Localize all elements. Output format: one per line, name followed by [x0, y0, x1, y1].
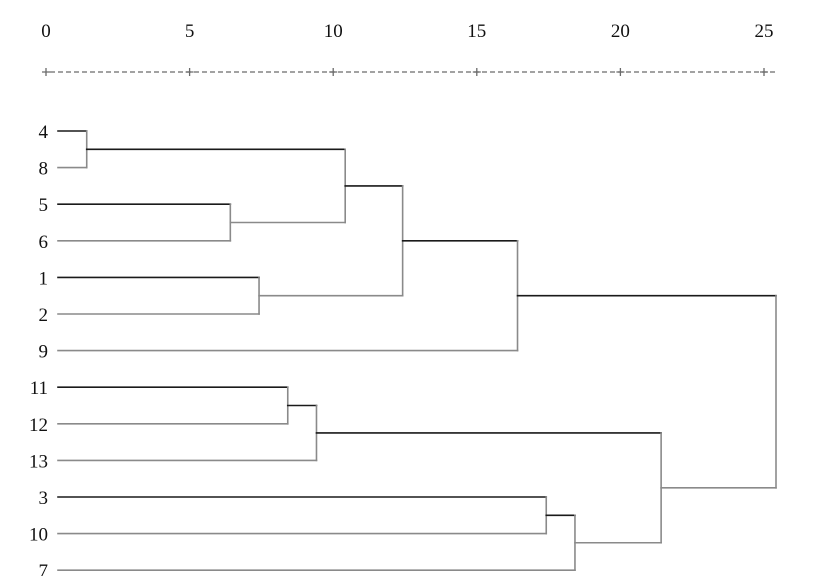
leaf-label-9: 9: [39, 342, 49, 363]
scale-tick-marker-25: [760, 68, 768, 76]
scale-tick-marker-10: [329, 68, 338, 76]
x-axis-tick-labels: 0 5 10 15 20 25: [41, 21, 773, 42]
leaf-label-2: 2: [39, 305, 49, 326]
x-tick-label-5: 5: [185, 21, 195, 42]
leaf-label-10: 10: [29, 525, 48, 546]
leaf-label-13: 13: [29, 451, 48, 472]
x-axis-scale-rule: [42, 68, 778, 76]
leaf-label-5: 5: [39, 195, 49, 216]
leaf-label-7: 7: [39, 561, 49, 576]
leaf-label-12: 12: [29, 415, 48, 436]
scale-tick-marker-15: [472, 68, 481, 76]
scale-tick-marker-0: [42, 68, 50, 76]
x-tick-label-20: 20: [611, 21, 630, 42]
leaf-label-4: 4: [39, 122, 49, 143]
x-tick-label-15: 15: [467, 21, 486, 42]
x-tick-label-0: 0: [41, 21, 51, 42]
scale-tick-marker-5: [185, 68, 194, 76]
leaf-label-11: 11: [30, 378, 48, 399]
leaf-label-1: 1: [39, 268, 49, 289]
scale-tick-marker-20: [616, 68, 625, 76]
x-tick-label-10: 10: [324, 21, 343, 42]
leaf-label-3: 3: [39, 488, 49, 509]
leaf-label-8: 8: [39, 159, 49, 180]
dendrogram-branches: [57, 130, 777, 572]
leaf-label-6: 6: [39, 232, 49, 253]
x-tick-label-25: 25: [755, 21, 774, 42]
